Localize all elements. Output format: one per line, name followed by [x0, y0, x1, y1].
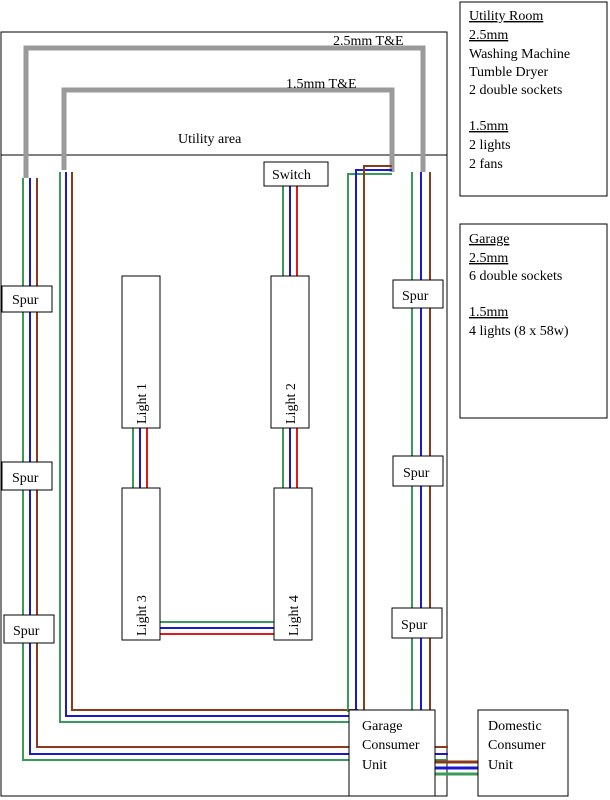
cable-2-5mm [23, 45, 426, 178]
garage-notes-item-1: 6 double sockets [469, 269, 562, 284]
utility-notes-item-5: 2 fans [469, 157, 503, 172]
spur-right-1 [392, 279, 444, 309]
switch-label: Switch [272, 168, 311, 183]
light-4-label: Light 4 [287, 595, 302, 636]
light-2-label: Light 2 [284, 383, 299, 424]
garage-consumer-unit [348, 709, 436, 797]
garage-notes [459, 223, 608, 419]
light2-to-light4-wires [282, 428, 298, 488]
garage-notes-title: Garage [469, 232, 509, 247]
cable-1-5mm-label: 1.5mm T&E [286, 77, 357, 92]
spur-left-3-label: Spur [13, 624, 40, 639]
spur-left-1-label: Spur [12, 293, 39, 308]
spur-left-2-label: Spur [12, 471, 39, 486]
utility-notes-item-3: 2 double sockets [469, 83, 562, 98]
cable-1-5mm [61, 87, 395, 172]
garage-outline [0, 31, 448, 797]
light1-to-light3-wires [132, 428, 148, 488]
switch-to-light2-wires [282, 186, 298, 276]
cu-interconnect-wires [434, 760, 478, 776]
light3-to-light4-wires [160, 621, 274, 635]
domestic-cu-line-3: Unit [488, 758, 513, 773]
garage-notes-h25: 2.5mm [469, 251, 508, 266]
light-4-box [273, 487, 313, 641]
spur-left-3 [3, 614, 55, 644]
garage-notes-item-2: 4 lights (8 x 58w) [469, 324, 569, 339]
left-ring-wires [22, 178, 448, 761]
garage-cu-line-1: Garage [362, 719, 402, 734]
garage-cu-line-2: Consumer [362, 738, 420, 753]
garage-cu-line-3: Unit [362, 758, 387, 773]
utility-notes-item-2: Tumble Dryer [469, 65, 549, 80]
light-3-box [121, 487, 161, 641]
domestic-consumer-unit [477, 709, 569, 797]
utility-notes-h25: 2.5mm [469, 28, 508, 43]
spur-right-2-label: Spur [403, 466, 430, 481]
light-3-label: Light 3 [135, 595, 150, 636]
spur-left-2 [1, 461, 53, 491]
domestic-cu-line-1: Domestic [488, 719, 542, 734]
spur-right-3 [391, 607, 443, 639]
switch-drop-wires [347, 165, 392, 712]
utility-room-notes [459, 1, 608, 197]
garage-notes-h15: 1.5mm [469, 305, 508, 320]
spur-right-2 [392, 455, 444, 487]
spur-right-3-label: Spur [401, 618, 428, 633]
utility-area-label: Utility area [178, 132, 242, 147]
spur-right-1-label: Spur [402, 289, 429, 304]
light-1-label: Light 1 [135, 383, 150, 424]
utility-notes-item-1: Washing Machine [469, 47, 570, 62]
spur-left-1 [1, 285, 53, 313]
lighting-feed-wires [59, 172, 358, 723]
light-1-box [121, 275, 161, 429]
utility-notes-item-4: 2 lights [469, 138, 511, 153]
cable-2-5mm-label: 2.5mm T&E [333, 34, 404, 49]
domestic-cu-line-2: Consumer [488, 738, 546, 753]
light-2-box [270, 275, 310, 429]
utility-notes-title: Utility Room [469, 9, 543, 24]
utility-notes-h15: 1.5mm [469, 119, 508, 134]
switch-box [263, 161, 329, 187]
